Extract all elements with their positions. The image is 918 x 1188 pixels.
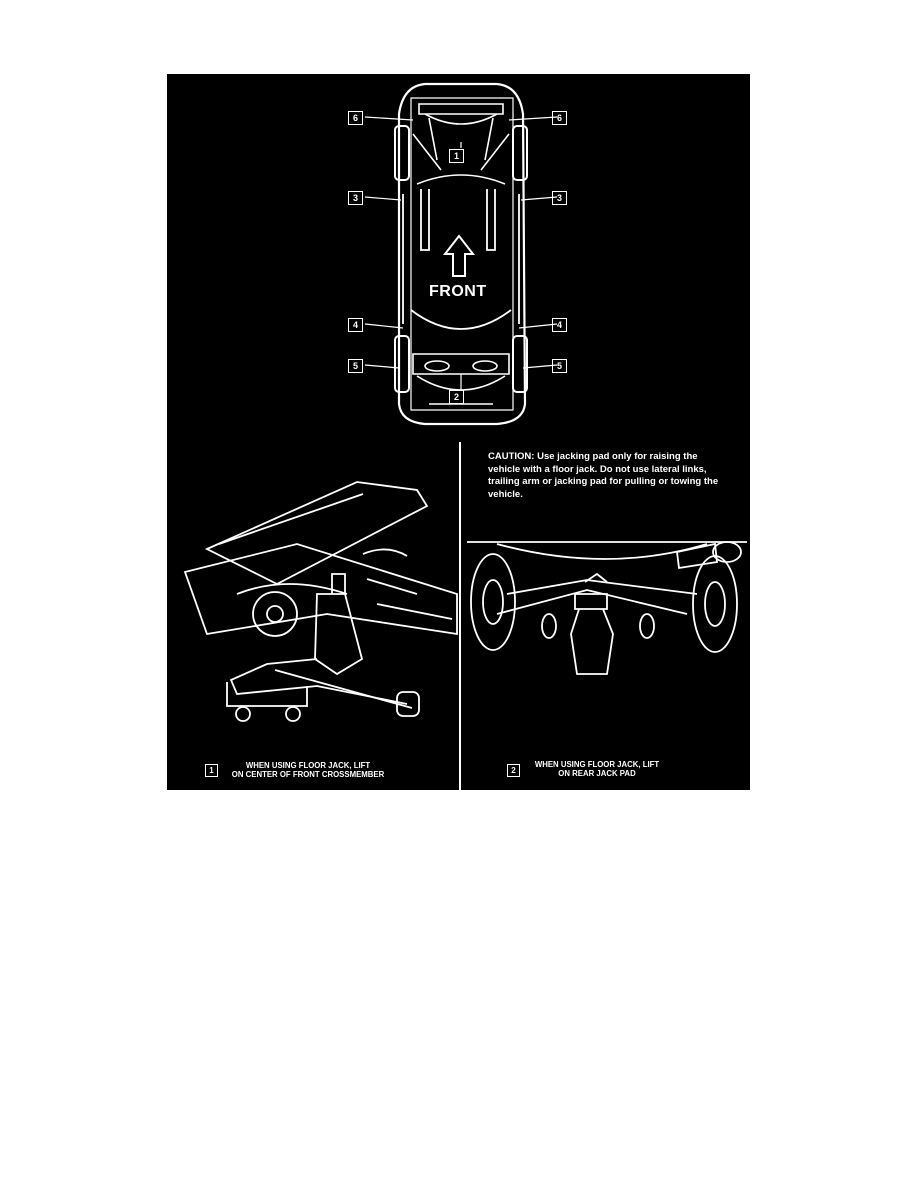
vehicle-underside-diagram bbox=[183, 82, 747, 790]
callout-5-left: 5 bbox=[348, 359, 363, 373]
diagram-panel: 6 6 3 3 4 4 5 5 1 2 FRONT CAUTION: Use j… bbox=[167, 74, 750, 790]
caption-right: WHEN USING FLOOR JACK, LIFT ON REAR JACK… bbox=[532, 760, 662, 778]
caption-right-number: 2 bbox=[507, 764, 520, 777]
caption-right-line2: ON REAR JACK PAD bbox=[558, 769, 636, 778]
wheels bbox=[394, 125, 528, 393]
front-suspension bbox=[412, 103, 510, 185]
callout-leader-lines bbox=[364, 116, 558, 390]
callout-4-left: 4 bbox=[348, 318, 363, 332]
callout-6-right: 6 bbox=[552, 111, 567, 125]
caption-left-line1: WHEN USING FLOOR JACK, LIFT bbox=[245, 761, 371, 770]
frame-rails bbox=[402, 189, 520, 330]
caption-left: WHEN USING FLOOR JACK, LIFT ON CENTER OF… bbox=[213, 761, 403, 779]
callout-3-right: 3 bbox=[552, 191, 567, 205]
floor-jack-front-illustration bbox=[183, 481, 458, 722]
caption-left-line2: ON CENTER OF FRONT CROSSMEMBER bbox=[231, 770, 385, 779]
callout-3-left: 3 bbox=[348, 191, 363, 205]
floor-jack-rear-illustration bbox=[467, 541, 747, 675]
callout-6-left: 6 bbox=[348, 111, 363, 125]
callout-front-crossmember: 1 bbox=[449, 149, 464, 163]
caution-note: CAUTION: Use jacking pad only for raisin… bbox=[488, 451, 719, 500]
caption-left-number: 1 bbox=[205, 764, 218, 777]
front-arrow-icon bbox=[442, 234, 476, 277]
callout-rear-jack-pad: 2 bbox=[449, 390, 464, 404]
car-body-outline bbox=[397, 82, 527, 426]
callout-5-right: 5 bbox=[552, 359, 567, 373]
caption-right-line1: WHEN USING FLOOR JACK, LIFT bbox=[534, 760, 660, 769]
callout-4-right: 4 bbox=[552, 318, 567, 332]
front-label: FRONT bbox=[429, 283, 487, 300]
